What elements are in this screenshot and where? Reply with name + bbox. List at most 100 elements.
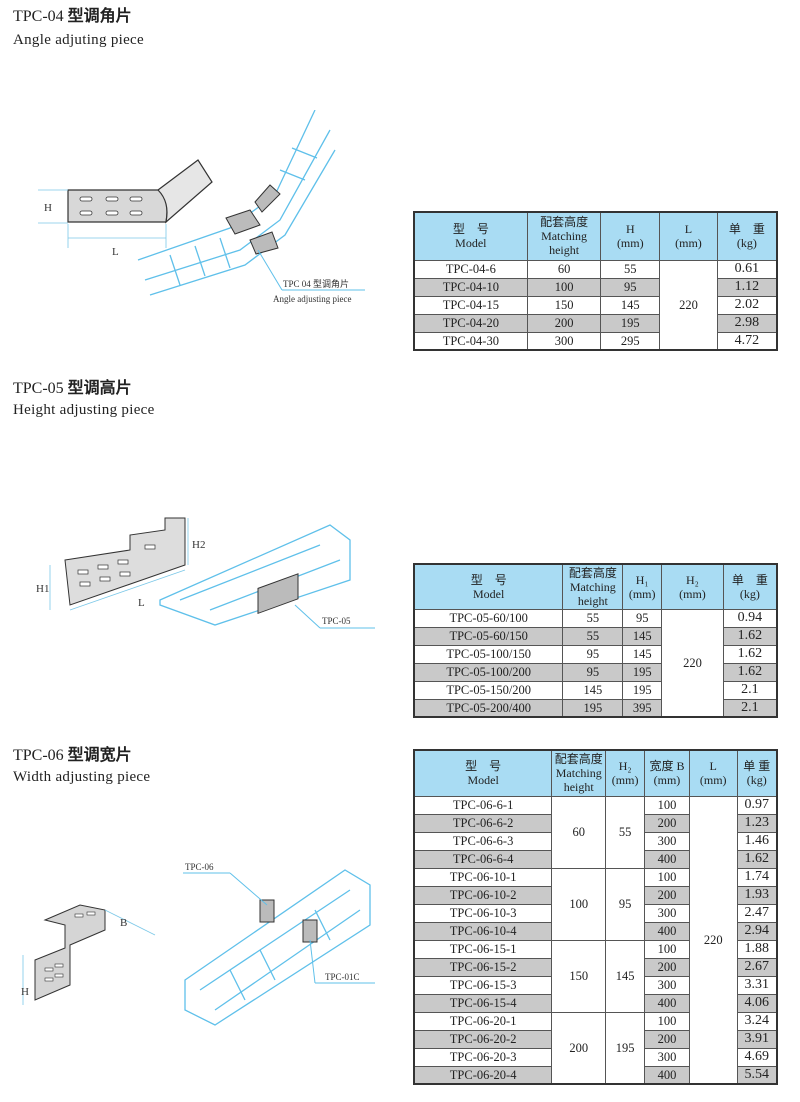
column-header: 单 重(kg) xyxy=(722,563,778,610)
header-line: height xyxy=(563,780,594,795)
dim-h-label: H xyxy=(44,202,52,214)
table-cell: 1.23 xyxy=(736,813,778,833)
table-cell: 195 xyxy=(622,680,663,700)
table-cell: 5.54 xyxy=(736,1065,778,1085)
header-line: height xyxy=(577,593,608,608)
column-header: H₁(mm) xyxy=(622,563,663,610)
table-cell: 200 xyxy=(644,957,690,977)
table-cell: 400 xyxy=(644,921,690,941)
table-cell: 220 xyxy=(688,795,738,1085)
table-cell: 145 xyxy=(562,680,624,700)
table-cell: 1.62 xyxy=(722,626,778,646)
table-cell: 400 xyxy=(644,993,690,1013)
header-line: 配套高度 xyxy=(554,752,603,767)
table-cell: 2.67 xyxy=(736,957,778,977)
dim-b-label: B xyxy=(120,917,127,929)
table-cell: 4.72 xyxy=(716,331,778,351)
section-subtitle-tpc06: Width adjusting piece xyxy=(13,769,151,785)
table-cell: 150 xyxy=(551,939,607,1013)
header-line: 单 重 xyxy=(728,222,765,237)
table-cell: TPC-06-10-2 xyxy=(413,885,553,905)
angle-piece-drawing: H L TPC 04 型调角片 Angle adjusting piece xyxy=(38,110,365,304)
table-cell: 300 xyxy=(644,831,690,851)
table-cell: 1.12 xyxy=(716,277,778,297)
header-line: 配套高度 xyxy=(568,565,617,580)
table-cell: TPC-06-6-3 xyxy=(413,831,553,851)
header-line: (mm) xyxy=(616,236,644,251)
table-cell: 1.88 xyxy=(736,939,778,959)
table-cell: 1.62 xyxy=(722,662,778,682)
table-cell: TPC-04-30 xyxy=(413,331,528,351)
table-cell: TPC-06-6-1 xyxy=(413,795,553,815)
table-cell: 150 xyxy=(526,295,602,315)
callout-tpc05: TPC-05 xyxy=(322,616,351,626)
header-line: H₂ xyxy=(686,572,699,587)
section-title-tpc06: TPC-06 型调宽片 xyxy=(13,747,132,764)
table-cell: 100 xyxy=(644,1011,690,1031)
column-header: L(mm) xyxy=(688,749,738,797)
table-cell: 55 xyxy=(562,608,624,628)
table-cell: 0.61 xyxy=(716,259,778,279)
table-cell: TPC-05-150/200 xyxy=(413,680,564,700)
table-cell: TPC-04-20 xyxy=(413,313,528,333)
table-cell: 200 xyxy=(551,1011,607,1085)
table-cell: TPC-06-10-4 xyxy=(413,921,553,941)
header-line: (mm) xyxy=(611,773,639,788)
table-cell: TPC-04-15 xyxy=(413,295,528,315)
table-cell: 3.24 xyxy=(736,1011,778,1031)
table-cell: 95 xyxy=(605,867,646,941)
table-cell: 1.93 xyxy=(736,885,778,905)
header-line: 单 重 xyxy=(731,572,768,587)
header-line: H xyxy=(625,222,635,237)
table-cell: 200 xyxy=(644,1029,690,1049)
table-cell: TPC-06-20-3 xyxy=(413,1047,553,1067)
dim-h2-label: H2 xyxy=(192,539,205,551)
section-subtitle-tpc05: Height adjusting piece xyxy=(13,402,155,418)
table-cell: 100 xyxy=(644,867,690,887)
column-header: H(mm) xyxy=(600,211,661,261)
table-cell: 2.98 xyxy=(716,313,778,333)
table-cell: 1.62 xyxy=(722,644,778,664)
section-subtitle-tpc04: Angle adjuting piece xyxy=(13,32,144,48)
table-cell: 195 xyxy=(622,662,663,682)
table-cell: 395 xyxy=(622,698,663,718)
table-cell: 95 xyxy=(562,662,624,682)
table-cell: 195 xyxy=(562,698,624,718)
header-line: H₂ xyxy=(618,759,632,774)
header-line: 型 号 xyxy=(452,222,489,237)
callout-tpc04: TPC 04 型调角片 xyxy=(283,278,349,289)
header-line: (kg) xyxy=(739,586,760,601)
header-line: Model xyxy=(467,773,499,788)
table-cell: 2.94 xyxy=(736,921,778,941)
table-cell: 145 xyxy=(605,939,646,1013)
table-cell: 100 xyxy=(644,795,690,815)
table-cell: 300 xyxy=(644,1047,690,1067)
table-cell: 4.69 xyxy=(736,1047,778,1067)
width-piece-drawing: B H TPC-06 TPC-01C xyxy=(21,862,375,1026)
header-line: 宽度 B xyxy=(649,759,685,774)
header-line: height xyxy=(549,243,580,258)
table-cell: TPC-06-20-4 xyxy=(413,1065,553,1085)
table-cell: 2.02 xyxy=(716,295,778,315)
column-header: 宽度 B(mm) xyxy=(644,749,690,797)
table-cell: TPC-05-60/100 xyxy=(413,608,564,628)
header-line: (kg) xyxy=(736,236,757,251)
